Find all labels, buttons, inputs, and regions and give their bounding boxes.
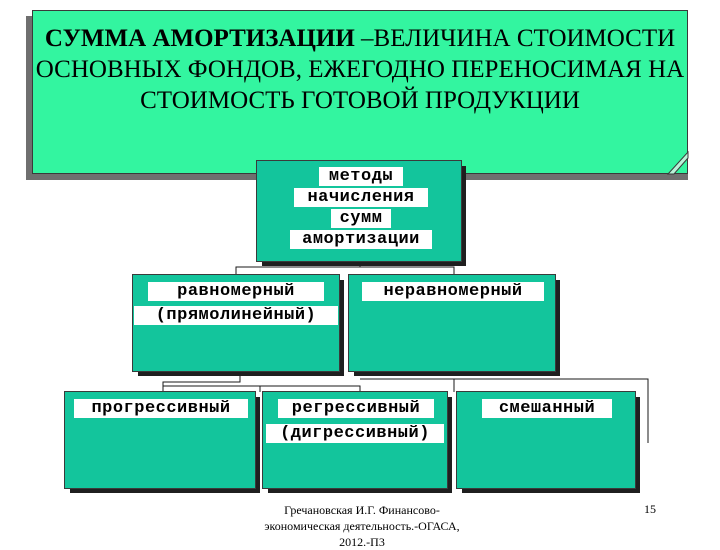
definition-banner: СУММА АМОРТИЗАЦИИ –ВЕЛИЧИНА СТОИМОСТИ ОС… — [32, 10, 688, 174]
progressive-label: прогрессивный — [74, 399, 248, 418]
footer-citation: Гречановская И.Г. Финансово-экономическа… — [264, 503, 460, 549]
root-line-1: методы — [319, 167, 403, 186]
definition-text: –ВЕЛИЧИНА СТОИМОСТИ ОСНОВНЫХ ФОНДОВ, ЕЖЕ… — [35, 25, 685, 114]
root-line-2: начисления — [294, 188, 428, 207]
page-number: 15 — [644, 502, 656, 516]
uniform-label-line1: равномерный — [148, 282, 324, 301]
folded-corner-icon — [666, 150, 689, 175]
root-line-4: амортизации — [290, 230, 432, 249]
mixed-label: смешанный — [482, 399, 612, 418]
definition-term: СУММА АМОРТИЗАЦИИ — [44, 25, 355, 52]
regressive-label-line2: (дигрессивный) — [266, 424, 444, 443]
uniform-label-line2: (прямолинейный) — [134, 306, 338, 325]
nonuniform-label: неравномерный — [362, 282, 544, 301]
root-line-3: сумм — [331, 209, 391, 228]
regressive-label-line1: регрессивный — [278, 399, 434, 418]
root-methods-label: методы начисления сумм амортизации — [290, 167, 432, 249]
